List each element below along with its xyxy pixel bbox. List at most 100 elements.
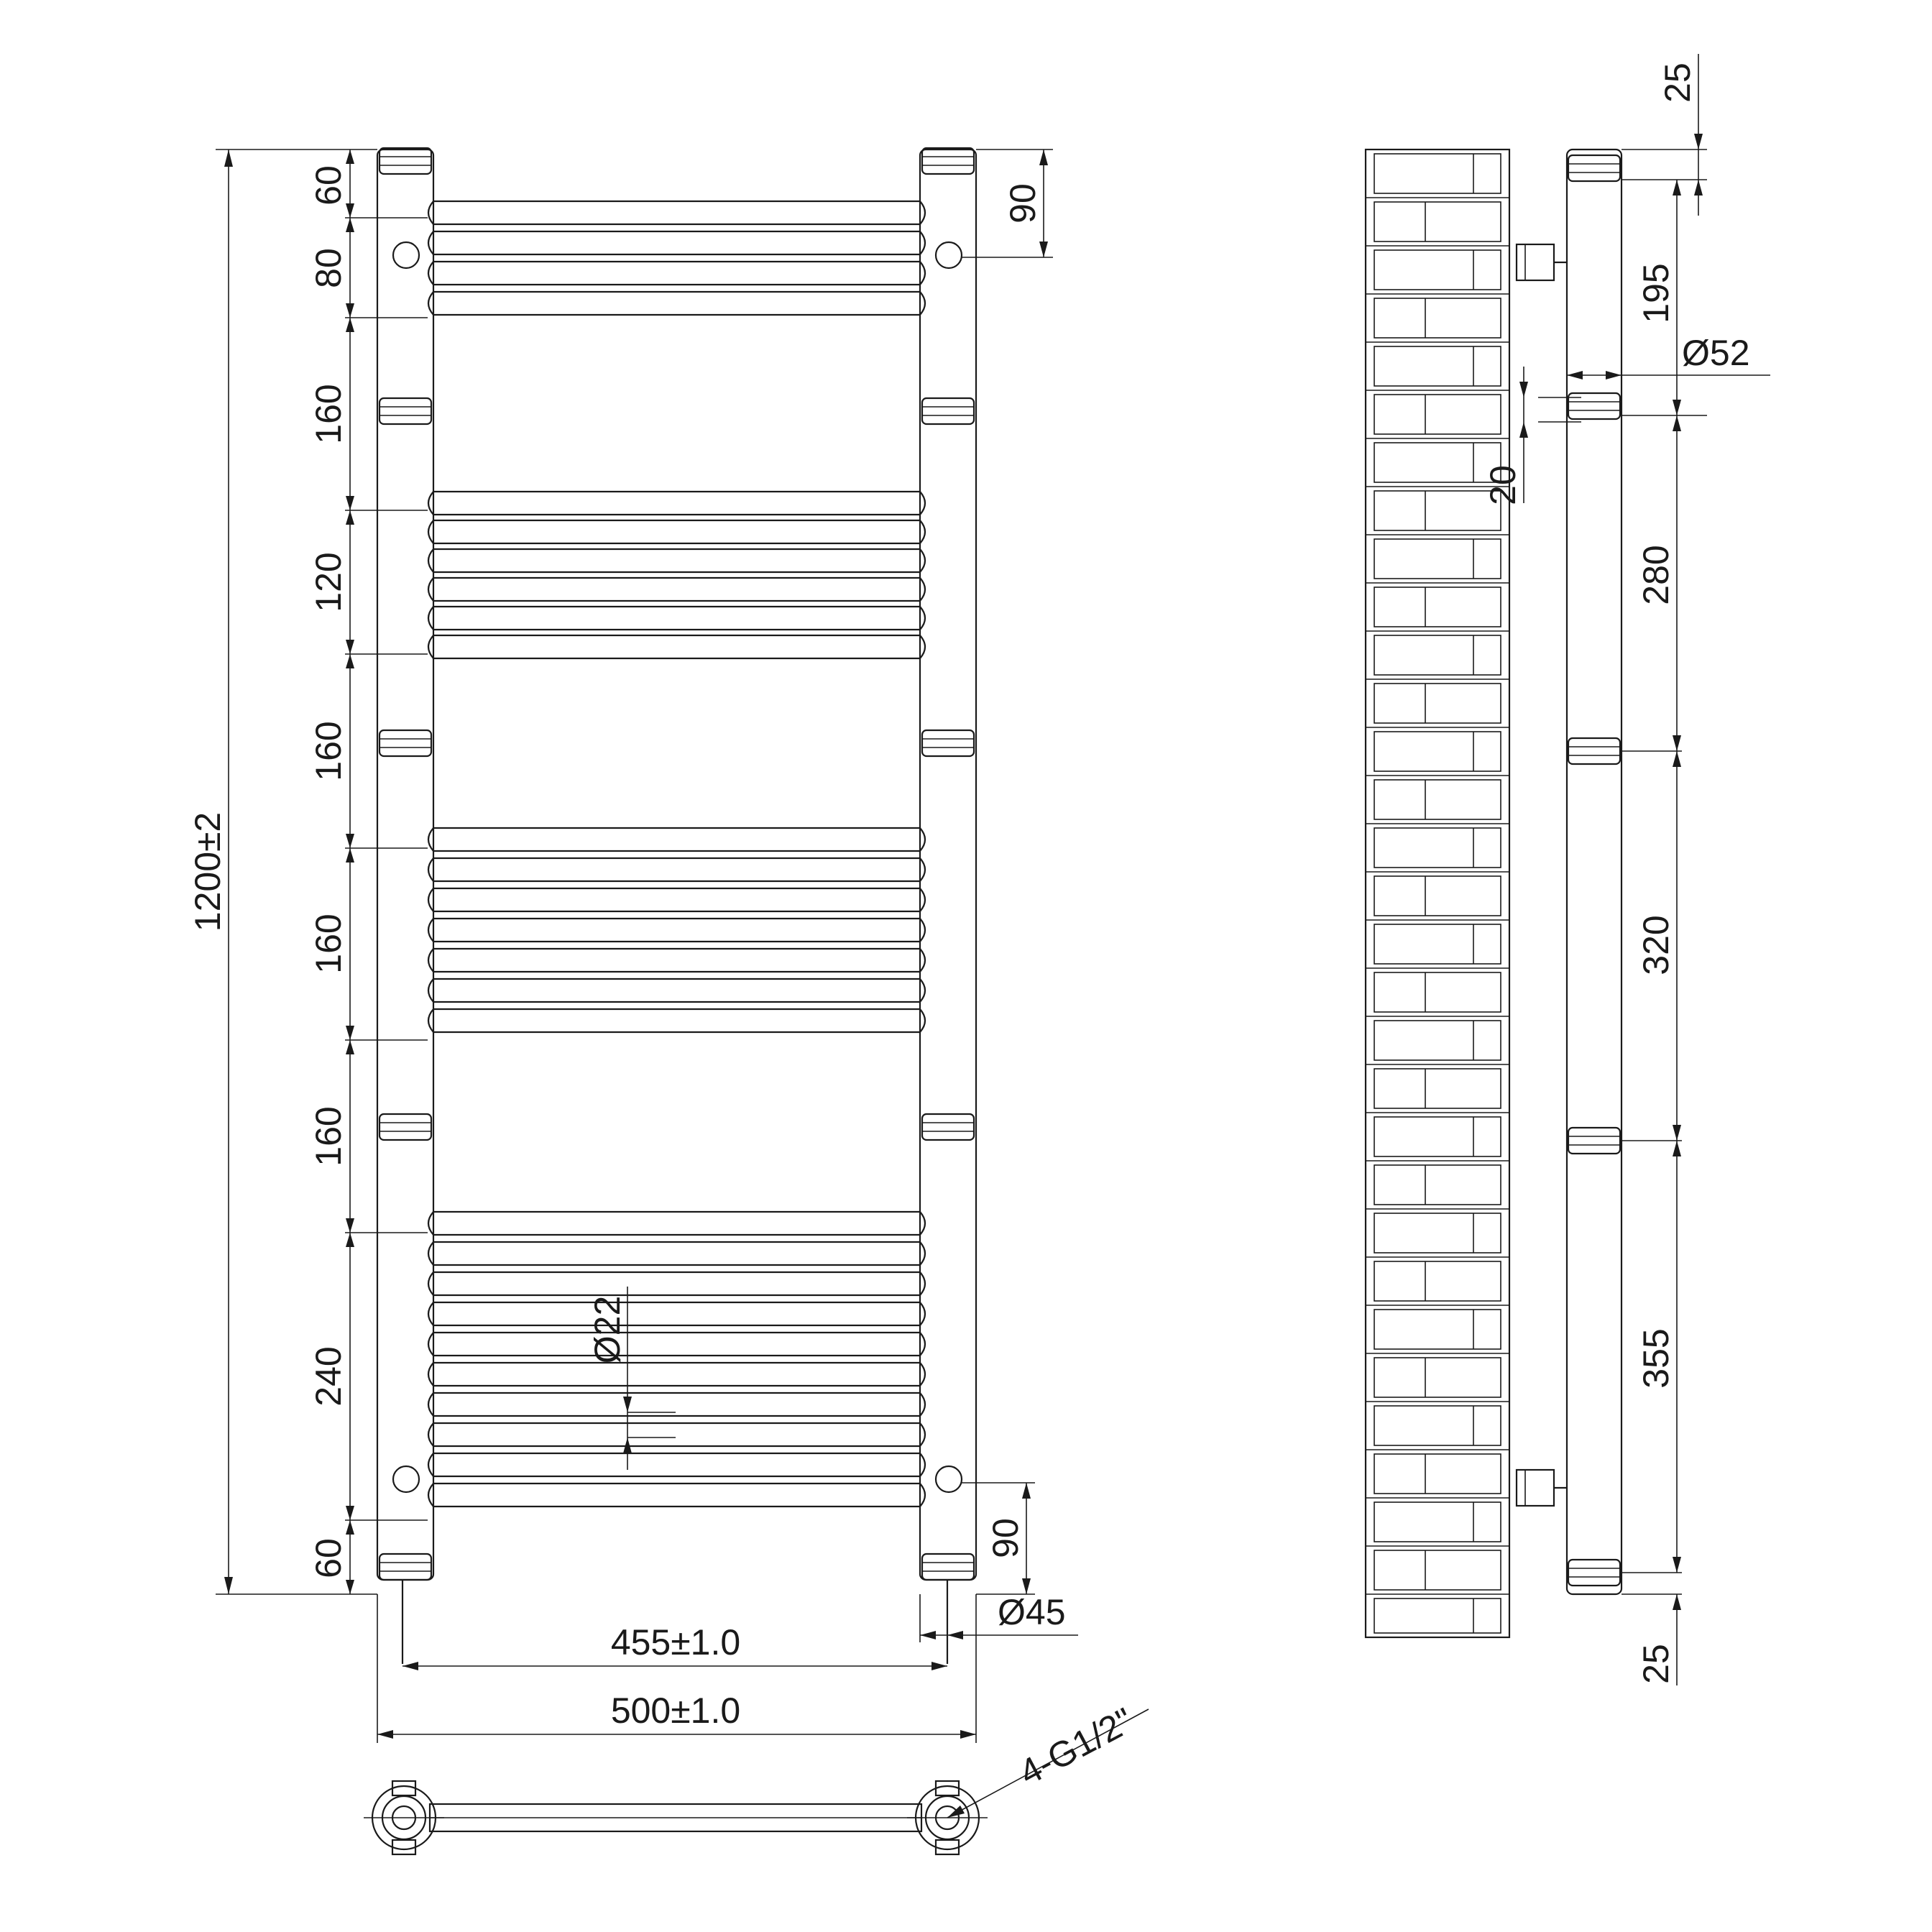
dimension-arrow — [346, 1026, 354, 1040]
towel-bar — [427, 605, 926, 631]
dimension-arrow — [346, 303, 354, 318]
inner-width-dimension: 455±1.0 — [402, 1622, 947, 1670]
towel-bar — [427, 1392, 926, 1417]
dim-120: 120 — [308, 552, 349, 612]
brick — [1374, 1309, 1501, 1350]
dim-90-top: 90 — [1003, 183, 1043, 224]
dimension-arrow — [346, 640, 354, 654]
dim-90-bottom: 90 — [985, 1518, 1026, 1558]
towel-bar — [427, 1301, 926, 1327]
overall-height-label: 1200±2 — [188, 812, 228, 932]
ring-height-dimension: 20 — [1483, 367, 1581, 505]
side-dimension-chain: 25 195 280 320 355 25 — [1622, 54, 1707, 1685]
left-connection — [364, 1780, 444, 1856]
towel-bar — [427, 1210, 926, 1236]
dimension-arrow — [346, 496, 354, 510]
dim-60-bottom: 60 — [308, 1538, 349, 1578]
brick — [1374, 972, 1501, 1013]
connection-label: 4-G1/2" — [1013, 1700, 1140, 1793]
side-bottom-offset: 25 — [1636, 1644, 1676, 1684]
brick — [1374, 1357, 1501, 1398]
brick — [1374, 1116, 1501, 1157]
bottom-view: 4-G1/2" — [364, 1700, 1149, 1856]
towel-bar — [427, 1361, 926, 1387]
brick — [1374, 635, 1501, 676]
brick — [1374, 153, 1501, 194]
left-dimension-chain: 60 80 160 120 160 160 160 240 60 — [308, 150, 428, 1594]
dimension-arrow — [346, 218, 354, 232]
horizontal-bars — [427, 200, 926, 1508]
dimension-arrow — [346, 1040, 354, 1054]
brick — [1374, 586, 1501, 627]
brick — [1374, 394, 1501, 435]
side-pipe — [1565, 148, 1623, 1596]
pipe-diameter-label: Ø45 — [998, 1592, 1066, 1632]
side-dim-280: 280 — [1636, 545, 1676, 604]
dimension-arrow — [346, 1233, 354, 1247]
dim-160-b: 160 — [308, 721, 349, 781]
brick — [1374, 1020, 1501, 1061]
towel-bar — [427, 947, 926, 973]
towel-bar — [427, 634, 926, 660]
dimension-arrow — [346, 150, 354, 164]
towel-bar — [427, 519, 926, 545]
towel-bar — [427, 1331, 926, 1357]
towel-bar — [427, 576, 926, 602]
bar-diameter-dimension: Ø22 — [587, 1287, 676, 1470]
inner-width-label: 455±1.0 — [611, 1622, 740, 1662]
towel-bar — [427, 548, 926, 574]
brick — [1374, 1501, 1501, 1542]
brick — [1374, 779, 1501, 820]
brick — [1374, 1164, 1501, 1205]
brick — [1374, 827, 1501, 868]
brick — [1374, 442, 1501, 483]
dimension-arrow — [346, 834, 354, 848]
towel-bar — [427, 1422, 926, 1448]
dimension-arrow — [346, 1520, 354, 1535]
dimension-arrow — [346, 1580, 354, 1594]
dim-240: 240 — [308, 1346, 349, 1406]
brick — [1374, 1453, 1501, 1494]
front-view: 1200±2 60 80 160 120 160 160 160 240 60 — [188, 147, 1078, 1743]
outer-width-label: 500±1.0 — [611, 1690, 740, 1731]
towel-bar — [427, 490, 926, 516]
dimension-arrow — [346, 318, 354, 332]
bar-diameter-label: Ø22 — [587, 1296, 627, 1364]
brick — [1374, 1550, 1501, 1591]
brick — [1374, 249, 1501, 290]
right-vertical-pipe — [919, 147, 978, 1581]
towel-bar — [427, 1452, 926, 1478]
brick — [1374, 1598, 1501, 1634]
towel-bar — [427, 978, 926, 1003]
brick — [1374, 731, 1501, 772]
wall-bracket-top — [1515, 243, 1567, 282]
towel-bar — [427, 1482, 926, 1508]
towel-bar — [427, 290, 926, 316]
brick — [1374, 490, 1501, 531]
brick — [1374, 924, 1501, 965]
right-bottom-dimension: 90 — [962, 1482, 1035, 1595]
dimension-arrow — [346, 654, 354, 668]
side-dim-355: 355 — [1636, 1328, 1676, 1388]
towel-bar — [427, 260, 926, 286]
dimension-arrow — [346, 510, 354, 525]
dim-80: 80 — [308, 248, 349, 288]
towel-bar — [427, 887, 926, 913]
side-view: 25 195 280 320 355 25 — [1364, 54, 1770, 1685]
brick — [1374, 346, 1501, 387]
dimension-arrow — [346, 1218, 354, 1233]
towel-bar — [427, 827, 926, 852]
brick — [1374, 298, 1501, 339]
towel-bar — [427, 1271, 926, 1297]
brick — [1374, 1261, 1501, 1302]
brick — [1374, 1068, 1501, 1109]
brick — [1374, 875, 1501, 916]
brick — [1374, 683, 1501, 724]
ring-height-label: 20 — [1483, 465, 1523, 505]
side-dim-320: 320 — [1636, 915, 1676, 975]
side-top-offset: 25 — [1657, 63, 1698, 103]
dimension-arrow — [346, 1506, 354, 1520]
brick — [1374, 1405, 1501, 1446]
side-pipe-diameter-label: Ø52 — [1682, 333, 1750, 373]
